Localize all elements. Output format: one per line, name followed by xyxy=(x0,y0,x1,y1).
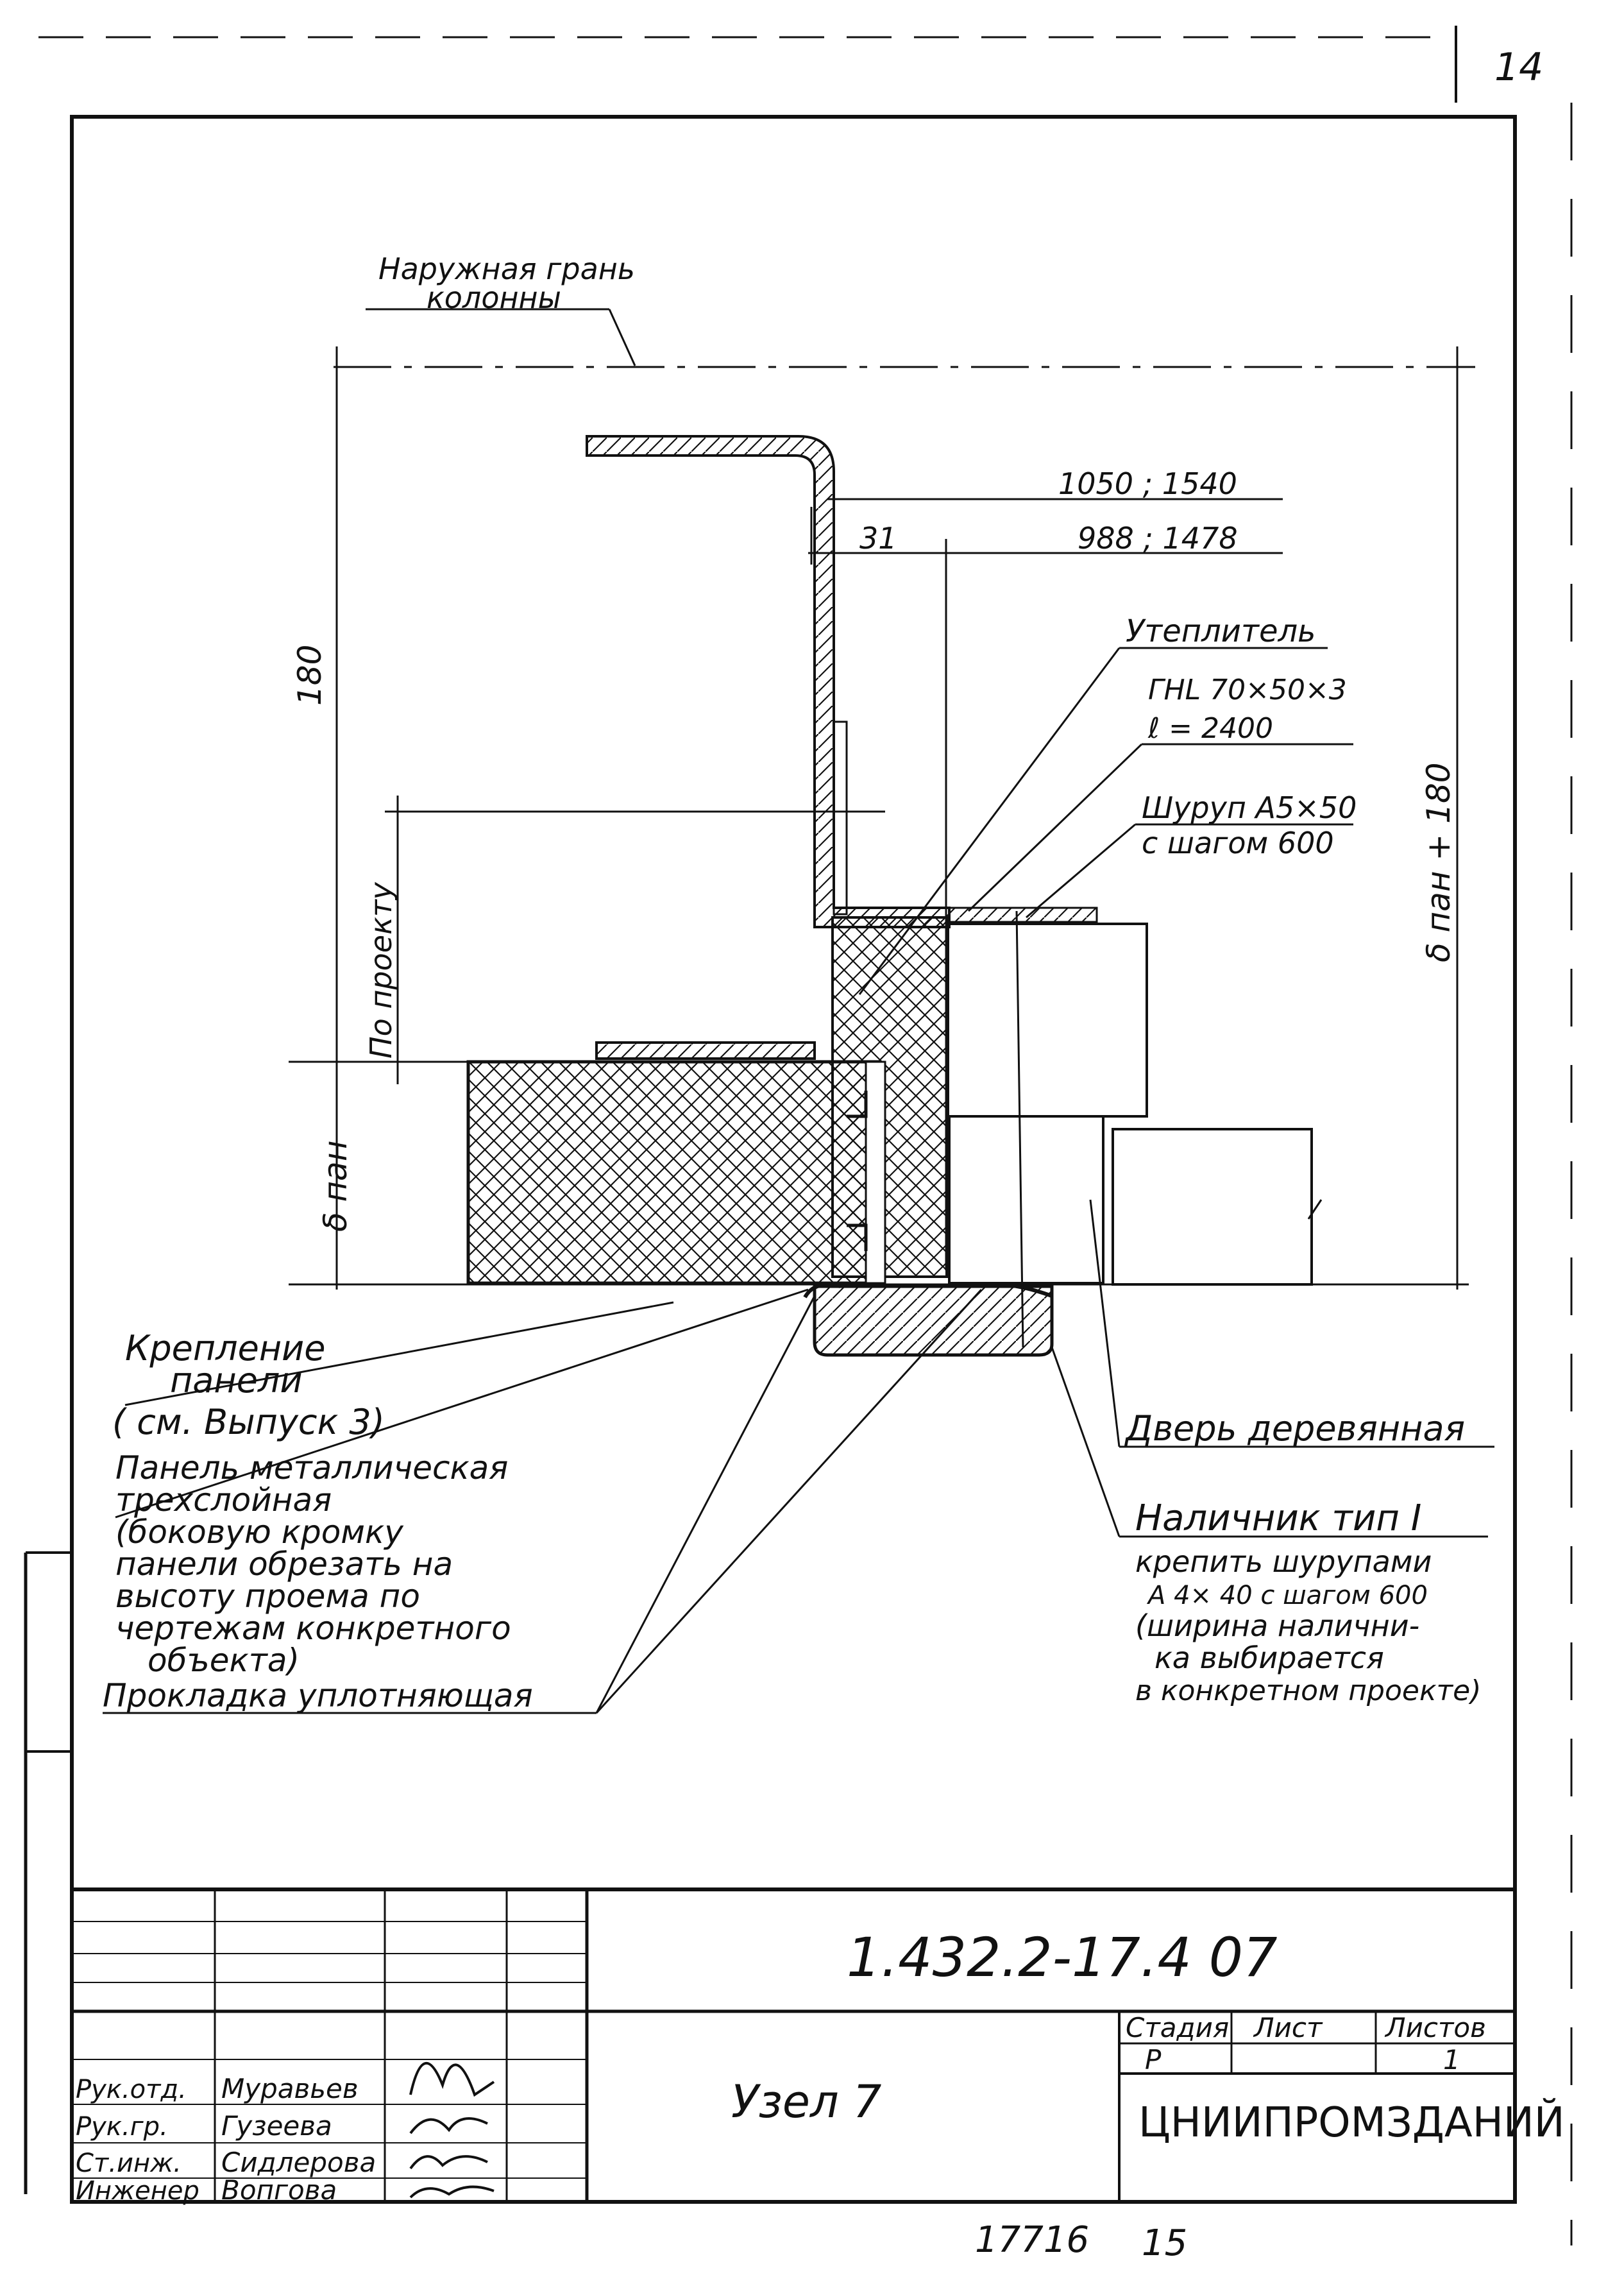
screw-leader xyxy=(1026,823,1136,919)
copy-number: 15 xyxy=(1142,2222,1187,2264)
sign-name-1: Муравьев xyxy=(221,2073,359,2104)
stage-header: Стадия xyxy=(1126,2012,1229,2043)
door-frame-upper xyxy=(947,923,1148,1118)
panel-fixing-label-3: ( см. Выпуск 3) xyxy=(112,1402,385,1442)
dim-inner-width: 988 ; 1478 xyxy=(1078,521,1238,556)
gasket-right xyxy=(981,1282,1053,1298)
screw-label-1: Шуруп А5×50 xyxy=(1142,790,1357,825)
node-title: Узел 7 xyxy=(731,2075,881,2128)
sign-name-2: Гузеева xyxy=(221,2110,332,2142)
panel-fixing-leader xyxy=(124,1301,674,1406)
angle-label-1: ГНL 70×50×3 xyxy=(1148,674,1347,706)
sheet-header: Лист xyxy=(1253,2012,1323,2043)
column-face-leader xyxy=(608,309,636,366)
trim-label-1: Наличник тип I xyxy=(1135,1497,1421,1539)
sign-role-1: Рук.отд. xyxy=(76,2075,187,2104)
dim-right-total: δ пан + 180 xyxy=(1420,762,1457,962)
sign-name-3: Сидлерова xyxy=(221,2147,376,2178)
door-frame-lower xyxy=(948,1115,1104,1284)
panel-metal-label-5: высоту проема по xyxy=(115,1578,420,1615)
dim-31: 31 xyxy=(859,521,897,556)
drawing-frame xyxy=(70,115,1517,2204)
angle-leader xyxy=(967,743,1143,912)
gasket-label: Прокладка уплотняющая xyxy=(103,1677,533,1714)
sign-role-3: Ст.инж. xyxy=(76,2149,182,2178)
stage-value: Р xyxy=(1145,2044,1162,2075)
door-leaf-break xyxy=(1307,1199,1323,1220)
sandwich-panel xyxy=(466,1060,881,1285)
gasket-leader-1 xyxy=(595,1295,816,1714)
organization: ЦНИИПРОМЗДАНИЙ xyxy=(1138,2098,1565,2147)
sign-name-4: Вопгова xyxy=(221,2174,337,2206)
trim-top-hatched xyxy=(948,907,1098,923)
signature-scribble-4 xyxy=(409,2185,495,2199)
signature-scribble-2 xyxy=(409,2117,488,2134)
trim-profile xyxy=(813,1284,1054,1357)
column-face-label-1: Наружная грань xyxy=(378,251,635,286)
steel-plate-vertical xyxy=(833,720,848,916)
title-block: 1.432.2-17.4 07 Узел 7 Стадия Лист Листо… xyxy=(72,1887,1565,2206)
sign-role-4: Инженер xyxy=(76,2176,199,2206)
panel-metal-label-3: (боковую кромку xyxy=(115,1513,404,1551)
insulation-leader xyxy=(858,647,1121,995)
page-mark: 14 xyxy=(1494,45,1543,90)
panel-metal-leader xyxy=(115,1288,809,1519)
trim-label-3: А 4× 40 с шагом 600 xyxy=(1146,1581,1428,1610)
gasket-left xyxy=(803,1282,841,1299)
panel-lock-bottom xyxy=(847,1223,868,1251)
door-label: Дверь деревянная xyxy=(1124,1408,1465,1449)
door-leader xyxy=(1089,1199,1121,1447)
panel-edge-strip xyxy=(865,1061,886,1284)
signature-scribble-1 xyxy=(409,2062,495,2097)
trim-label-4: (ширина налични- xyxy=(1135,1608,1419,1643)
dim-top-width: 1050 ; 1540 xyxy=(1058,466,1237,501)
trim-leader xyxy=(1051,1347,1121,1537)
trim-label-2: крепить шурупами xyxy=(1135,1544,1432,1579)
gasket-leader-2 xyxy=(595,1288,983,1714)
panel-metal-label-6: чертежам конкретного xyxy=(115,1610,511,1647)
dim-panel-thickness: δ пан xyxy=(317,1140,354,1232)
screw-axis xyxy=(1015,910,1024,1348)
panel-metal-label-1: Панель металлическая xyxy=(115,1449,508,1487)
panel-metal-label-2: трехслойная xyxy=(115,1481,332,1519)
trim-label-6: в конкретном проекте) xyxy=(1135,1674,1481,1707)
screw-label-2: с шагом 600 xyxy=(1142,826,1334,860)
archive-number: 17716 xyxy=(975,2219,1089,2261)
trim-label-5: ка выбирается xyxy=(1155,1640,1384,1675)
sign-role-2: Рук.гр. xyxy=(76,2112,168,2142)
angle-label-2: ℓ = 2400 xyxy=(1147,712,1273,745)
panel-fixing-label-1: Крепление xyxy=(125,1328,326,1368)
dim-by-project: По проекту xyxy=(364,882,398,1059)
signature-scribble-3 xyxy=(409,2155,488,2170)
door-leaf xyxy=(1112,1128,1313,1286)
panel-lock-top xyxy=(847,1091,868,1118)
sheets-value: 1 xyxy=(1443,2044,1460,2075)
steel-angle-lower-flange xyxy=(595,1041,816,1060)
dim-180: 180 xyxy=(291,645,328,706)
drawing-code: 1.432.2-17.4 07 xyxy=(847,1926,1278,1989)
steel-angle-profile xyxy=(586,435,951,928)
panel-metal-label-4: панели обрезать на xyxy=(115,1546,453,1583)
panel-fixing-label-2: панели xyxy=(170,1360,303,1401)
sheets-header: Листов xyxy=(1384,2012,1486,2043)
insulation-label: Утеплитель xyxy=(1126,613,1315,649)
panel-metal-label-7: объекта) xyxy=(148,1642,300,1679)
